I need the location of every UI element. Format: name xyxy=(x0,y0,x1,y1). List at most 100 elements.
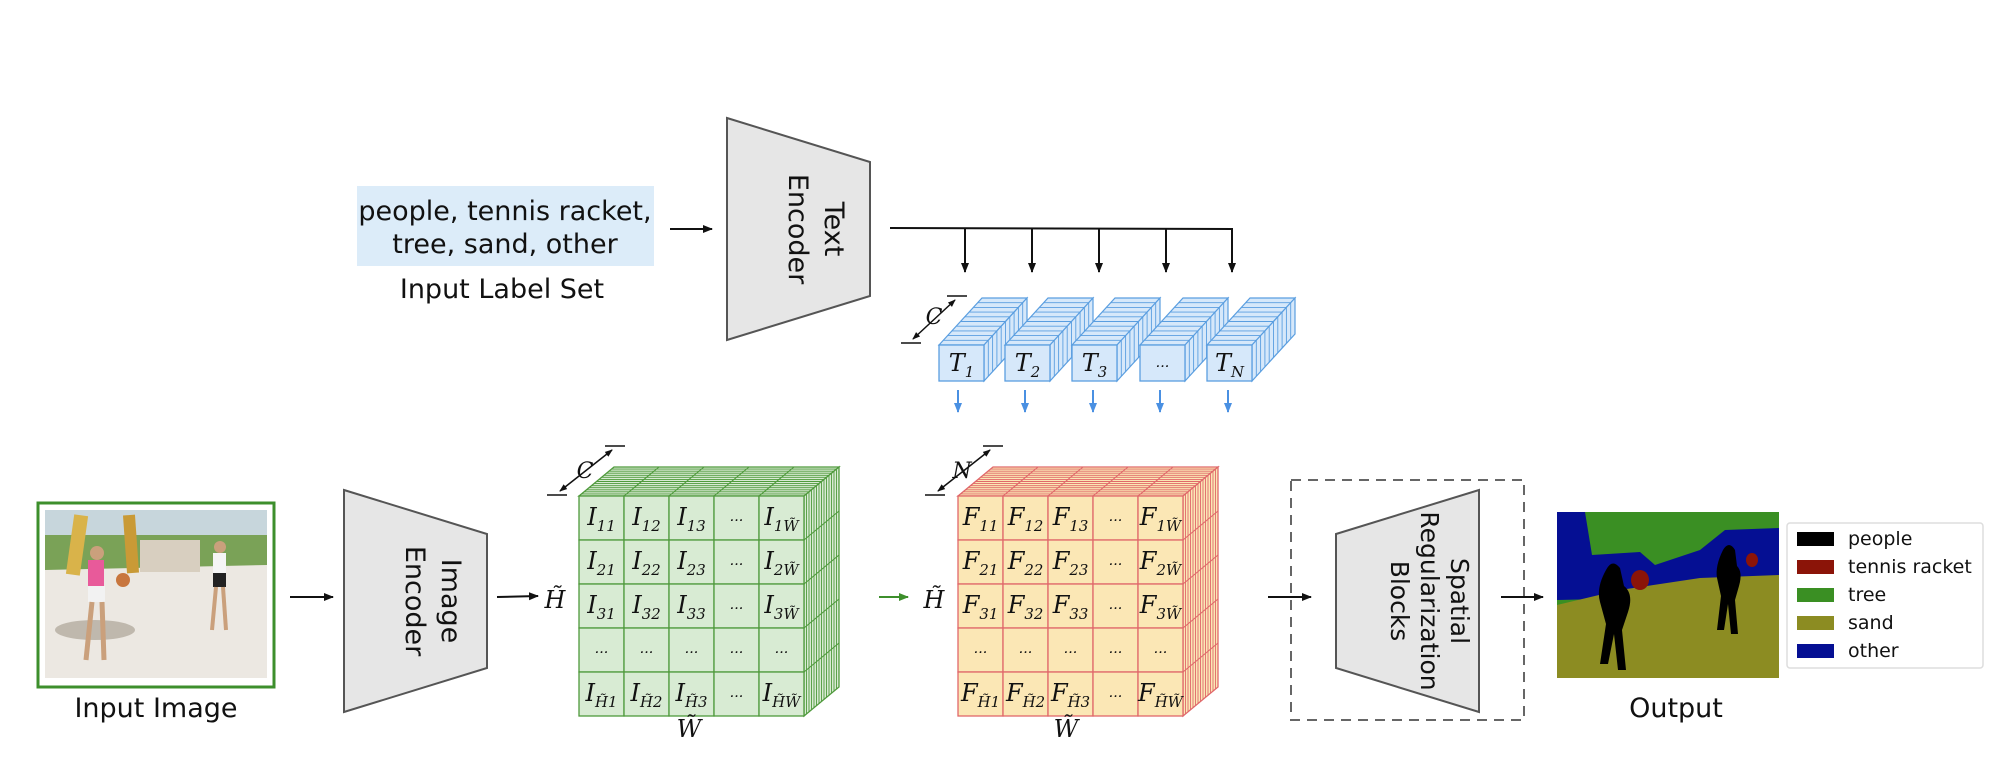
fused-feature-cell-label: ··· xyxy=(1109,689,1123,705)
fused-feature-cell-label: ··· xyxy=(1064,645,1078,661)
fused-feature-cell xyxy=(1002,671,1049,717)
image-feature-cell-label: I1W̃ xyxy=(763,503,800,535)
arrow-encoder-to-features xyxy=(496,592,539,601)
fused-feature-cell-label: ··· xyxy=(1109,513,1123,529)
legend-swatch xyxy=(1797,560,1834,574)
fused-feature-cell-label: FH̃3 xyxy=(1050,679,1090,711)
image-feature-cell-label: IH̃3 xyxy=(675,679,708,711)
fused-feature-cell xyxy=(1137,583,1184,629)
label-set-line2: tree, sand, other xyxy=(392,229,618,260)
fused-feature-cell xyxy=(1092,539,1139,585)
token-to-fusion-arrows xyxy=(954,390,1232,413)
image-feature-depth-label: C xyxy=(577,459,594,484)
fused-feature-cell-label: F12 xyxy=(1007,503,1044,535)
image-feature-cell xyxy=(668,671,715,717)
image-feature-cell xyxy=(713,495,760,541)
fused-feature-cell-label: F21 xyxy=(962,547,999,579)
image-feature-cell-label: I31 xyxy=(586,591,615,623)
fused-feature-cell-label: F1W̃ xyxy=(1139,503,1183,535)
fused-feature-cell-label: F22 xyxy=(1007,547,1044,579)
image-feature-cell xyxy=(758,539,805,585)
legend-swatch xyxy=(1797,588,1834,602)
text-embedding-token: TN xyxy=(1205,296,1297,383)
text-encoder-label-line2: Encoder xyxy=(782,174,813,285)
image-feature-cell-label: I23 xyxy=(676,547,705,579)
image-feature-cell-label: ··· xyxy=(730,513,744,529)
fused-feature-cell-label: F23 xyxy=(1052,547,1089,579)
image-feature-cell-label: ··· xyxy=(730,645,744,661)
image-feature-cell-label: ··· xyxy=(595,645,609,661)
image-feature-cell xyxy=(713,627,760,673)
image-feature-cell xyxy=(713,583,760,629)
fused-feature-cell-label: ··· xyxy=(1019,645,1033,661)
image-feature-cell xyxy=(758,671,805,717)
spatial-regularization-block xyxy=(1335,488,1480,714)
fused-feature-cell xyxy=(1047,539,1094,585)
input-image-caption: Input Image xyxy=(74,693,237,724)
image-feature-cell xyxy=(578,583,625,629)
fused-feature-cell xyxy=(1047,627,1094,673)
image-feature-cell-label: I22 xyxy=(631,547,660,579)
image-feature-cell xyxy=(623,671,670,717)
text-embedding-token: T1 xyxy=(937,296,1029,383)
image-feature-cell xyxy=(668,495,715,541)
image-feature-cell-label: ··· xyxy=(640,645,654,661)
fused-feature-cell xyxy=(957,671,1004,717)
spatial-regularization-line3: Blocks xyxy=(1385,561,1414,642)
image-feature-cell-label: I2W̃ xyxy=(763,547,800,579)
fused-feature-depth-indicator: N xyxy=(925,445,1003,496)
fused-feature-cell-label: FH̃W̃ xyxy=(1137,679,1185,711)
fused-feature-cell-label: ··· xyxy=(1109,601,1123,617)
image-encoder-block xyxy=(343,488,488,714)
spatial-regularization-dashed-box xyxy=(1290,479,1525,721)
text-encoder-block xyxy=(726,116,871,342)
legend-label: tree xyxy=(1848,584,1886,606)
image-feature-cell-label: IH̃W̃ xyxy=(762,679,802,711)
image-feature-cell-label: ··· xyxy=(775,645,789,661)
text-embedding-token: T2 xyxy=(1003,296,1095,383)
label-set-line1: people, tennis racket, xyxy=(358,196,651,227)
fused-feature-cell xyxy=(1137,495,1184,541)
fused-feature-cell xyxy=(1047,583,1094,629)
text-embedding-token: ··· xyxy=(1138,296,1230,383)
image-feature-depth-indicator: C xyxy=(547,445,625,496)
fused-feature-cell-label: F2W̃ xyxy=(1139,547,1183,579)
text-embedding-token-label: ··· xyxy=(1156,359,1170,375)
image-feature-cell-label: ··· xyxy=(730,557,744,573)
legend-label: other xyxy=(1848,640,1899,662)
image-feature-cell-label: I3W̃ xyxy=(763,591,800,623)
fused-feature-cell xyxy=(957,495,1004,541)
text-encoder-output-bus xyxy=(889,227,1236,273)
image-feature-height-label: H̃ xyxy=(544,586,567,614)
fused-feature-cell-label: ··· xyxy=(1109,557,1123,573)
fused-feature-cell xyxy=(1002,495,1049,541)
fused-feature-cell-label: ··· xyxy=(974,645,988,661)
fused-feature-cell xyxy=(1092,627,1139,673)
fused-feature-cell xyxy=(1047,495,1094,541)
image-feature-cell-label: ··· xyxy=(730,601,744,617)
image-feature-cell xyxy=(578,495,625,541)
fused-feature-width-label: W̃ xyxy=(1054,715,1081,743)
text-embedding-token-label: TN xyxy=(1215,349,1245,381)
image-encoder-label-line1: Image xyxy=(435,559,466,644)
image-feature-cell-label: IH̃2 xyxy=(630,679,663,711)
image-feature-cell xyxy=(623,627,670,673)
image-feature-cell xyxy=(758,495,805,541)
spatial-regularization-line2: Regularization xyxy=(1415,511,1444,690)
image-feature-cell-label: I11 xyxy=(586,503,615,535)
legend-label: people xyxy=(1848,528,1912,550)
label-set-box xyxy=(357,186,654,266)
text-embedding-token-label: T3 xyxy=(1082,349,1107,381)
legend-label: sand xyxy=(1848,612,1894,634)
fused-feature-cell-label: ··· xyxy=(1154,645,1168,661)
image-feature-cell-label: I21 xyxy=(586,547,615,579)
input-image xyxy=(36,501,276,689)
image-feature-cell-label: I33 xyxy=(676,591,705,623)
image-feature-cell xyxy=(623,583,670,629)
